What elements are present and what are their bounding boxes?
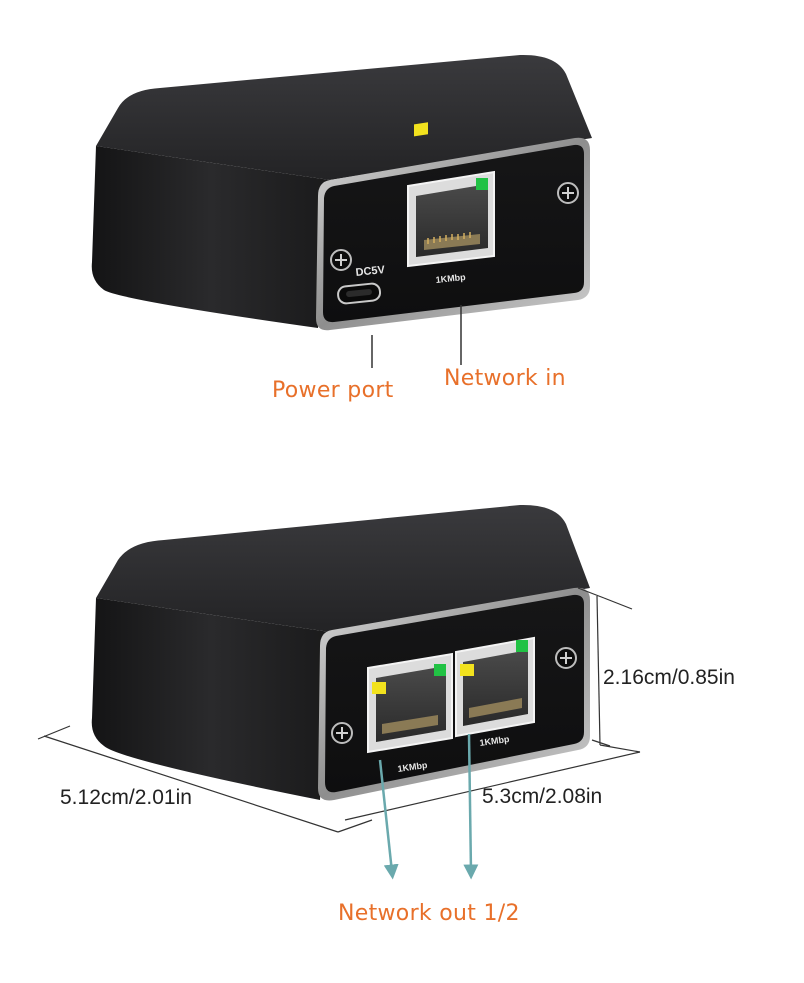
depth-dimension: 5.12cm/2.01in: [60, 786, 192, 809]
dimension-lines: [37, 587, 641, 833]
top-device-top-surface: [96, 54, 592, 181]
network-out-callout: Network out 1/2: [338, 901, 520, 926]
rj45-port-icon: [367, 652, 453, 754]
bottom-device-side: [91, 598, 330, 800]
screw-icon: [331, 722, 353, 744]
arrow-down-icon: [378, 759, 399, 880]
width-dimension: 5.3cm/2.08in: [482, 785, 603, 808]
screw-icon: [330, 249, 352, 271]
port-2-label: 1KMbp: [479, 734, 511, 748]
top-device-side: [91, 146, 330, 328]
bottom-device: 1KMbp 1KMbp: [37, 504, 641, 880]
screw-icon: [557, 182, 579, 204]
screw-icon: [555, 647, 577, 669]
rj45-port-icon: [455, 636, 535, 738]
usb-c-port-icon: [337, 282, 382, 305]
arrow-down-icon: [463, 733, 479, 880]
port-1-label: 1KMbp: [397, 760, 429, 774]
height-dimension: 2.16cm/0.85in: [603, 666, 735, 689]
network-in-callout: Network in: [444, 366, 566, 391]
power-port-callout: Power port: [272, 378, 394, 403]
port-label: 1KMbp: [435, 272, 466, 285]
rj45-port-icon: [407, 122, 495, 268]
bottom-device-top-surface: [96, 504, 590, 632]
power-label: DC5V: [355, 264, 386, 279]
top-device: DC5V 1KMbp: [91, 54, 592, 368]
